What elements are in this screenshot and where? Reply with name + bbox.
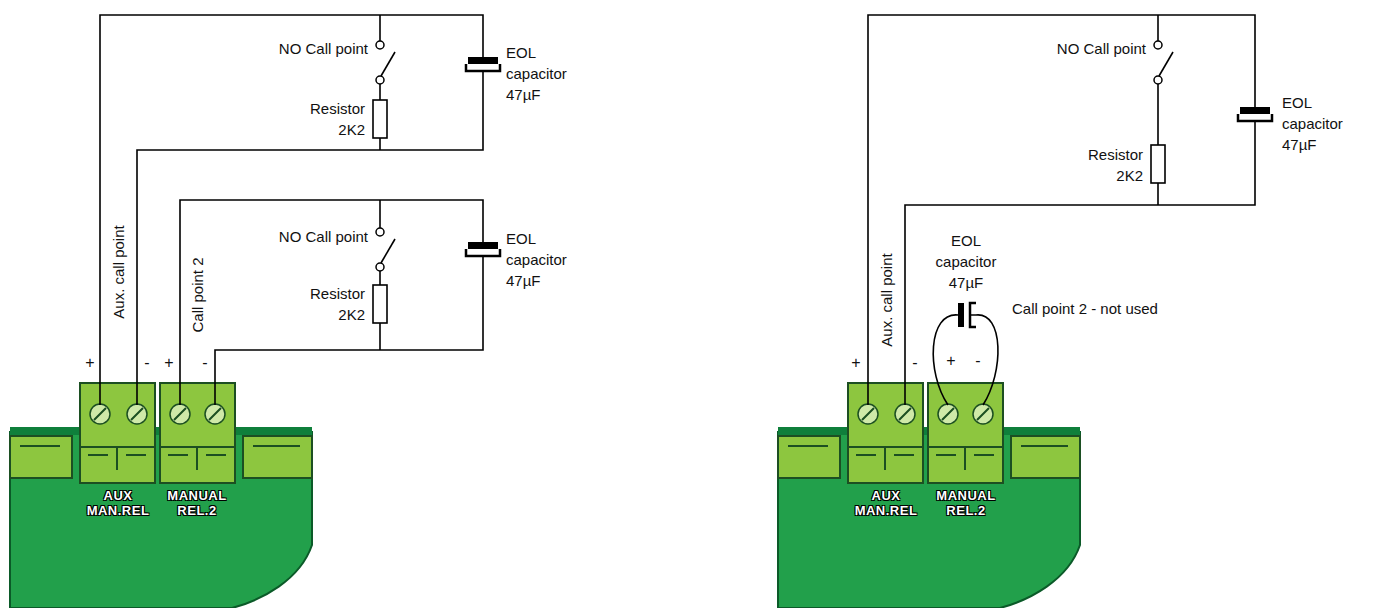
resistor-symbol [373,100,387,138]
note: Call point 2 - not used [1012,298,1232,319]
capacitor-label: EOL capacitor 47µF [1282,92,1358,155]
switch-blade [1159,52,1173,76]
switch-blade [381,239,395,263]
resistor-label: Resistor 2K2 [1077,144,1143,186]
resistor-label: Resistor 2K2 [299,283,365,325]
wire [1157,15,1159,41]
polarity-mark: + [83,352,97,373]
capacitor-label: EOL capacitor 47µF [506,42,582,105]
wire [905,121,1255,405]
switch-label: NO Call point [248,226,368,247]
wire [379,15,381,41]
wire [215,256,483,405]
capacitor-plate [466,249,500,256]
pcb-board [10,383,312,608]
switch-contact [1154,76,1162,84]
wire-label: Aux. call point [108,225,129,318]
capacitor-plate [958,303,964,327]
terminal-label: MANUAL REL.2 [158,488,236,518]
polarity-mark: - [971,350,985,371]
capacitor-plate [1238,114,1272,121]
switch-contact [376,41,384,49]
wire-label: Call point 2 [187,257,208,332]
pcb-board [778,383,1080,608]
wire [868,15,1255,405]
wire [379,200,381,228]
switch-label: NO Call point [248,38,368,59]
resistor-label: Resistor 2K2 [299,98,365,140]
resistor-symbol [1151,145,1165,183]
capacitor-plate [468,242,498,249]
switch-blade [381,52,395,76]
polarity-mark: - [140,352,154,373]
switch-label: NO Call point [1026,38,1146,59]
terminal-label: AUX MAN.REL [79,488,157,518]
switch-contact [1154,41,1162,49]
capacitor-plate [1240,107,1270,114]
polarity-mark: + [162,352,176,373]
polarity-mark: + [944,350,958,371]
capacitor-label: EOL capacitor 47µF [926,230,1006,293]
wire-label: Aux. call point [876,253,897,346]
switch-contact [376,76,384,84]
switch-contact [376,228,384,236]
capacitor-lead [970,315,998,405]
polarity-mark: - [198,352,212,373]
terminal-label: MANUAL REL.2 [927,488,1005,518]
switch-contact [376,263,384,271]
terminal-label: AUX MAN.REL [847,488,925,518]
wire [180,200,483,405]
capacitor-plate [468,57,498,64]
capacitor-label: EOL capacitor 47µF [506,228,582,291]
capacitor-lead [933,315,958,405]
wire [100,15,483,405]
polarity-mark: + [849,352,863,373]
capacitor-plate [466,64,500,71]
wire [137,71,483,405]
resistor-symbol [373,285,387,323]
polarity-mark: - [908,352,922,373]
